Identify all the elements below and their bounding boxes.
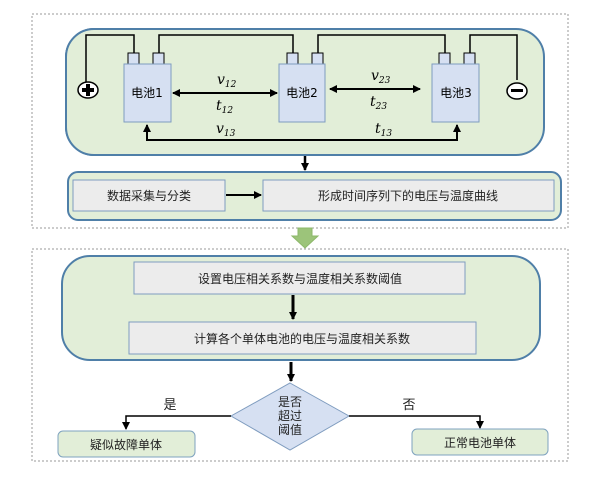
battery-3-label: 电池3 [440, 86, 472, 100]
set-threshold-box [133, 261, 466, 295]
decision-line-3: 阈值 [278, 422, 302, 437]
fault-cell-label: 疑似故障单体 [90, 437, 162, 452]
wiring [85, 34, 518, 82]
set-threshold-label: 设置电压相关系数与温度相关系数阈值 [198, 271, 402, 286]
fault-cell-box [57, 430, 196, 458]
label-t13: t13 [375, 121, 392, 139]
battery-3: 电池3 [431, 63, 480, 123]
link-arrow-1-3 [143, 124, 461, 141]
battery-2: 电池2 [278, 63, 326, 123]
collect-box [72, 179, 226, 212]
collect-label: 数据采集与分类 [107, 188, 191, 203]
no-branch-line [349, 415, 484, 429]
battery-1: 电池1 [123, 63, 172, 123]
label-t23: t23 [370, 94, 387, 112]
label-v23: v23 [371, 68, 391, 86]
curves-label: 形成时间序列下的电压与温度曲线 [318, 188, 498, 203]
compute-label: 计算各个单体电池的电压与温度相关系数 [194, 331, 410, 346]
normal-cell-label: 正常电池单体 [444, 436, 516, 450]
label-v12: v12 [217, 72, 237, 90]
yes-label: 是 [163, 398, 176, 413]
bottom-section-frame [31, 248, 569, 462]
compute-box [128, 321, 477, 355]
battery-2-label: 电池2 [286, 86, 318, 100]
normal-cell-box [411, 428, 549, 456]
transition-arrow-icon [290, 227, 320, 249]
label-t12: t12 [216, 98, 233, 116]
yes-branch-line [122, 415, 231, 430]
battery-1-label: 电池1 [131, 86, 163, 100]
decision-diamond [229, 382, 351, 451]
no-label: 否 [402, 398, 415, 413]
curves-box [262, 179, 555, 212]
decision-line-1: 是否 [278, 395, 302, 409]
decision-line-2: 超过 [278, 408, 302, 423]
negative-terminal-icon [506, 82, 528, 100]
label-v13: v13 [216, 121, 236, 139]
positive-terminal-icon [77, 81, 99, 99]
